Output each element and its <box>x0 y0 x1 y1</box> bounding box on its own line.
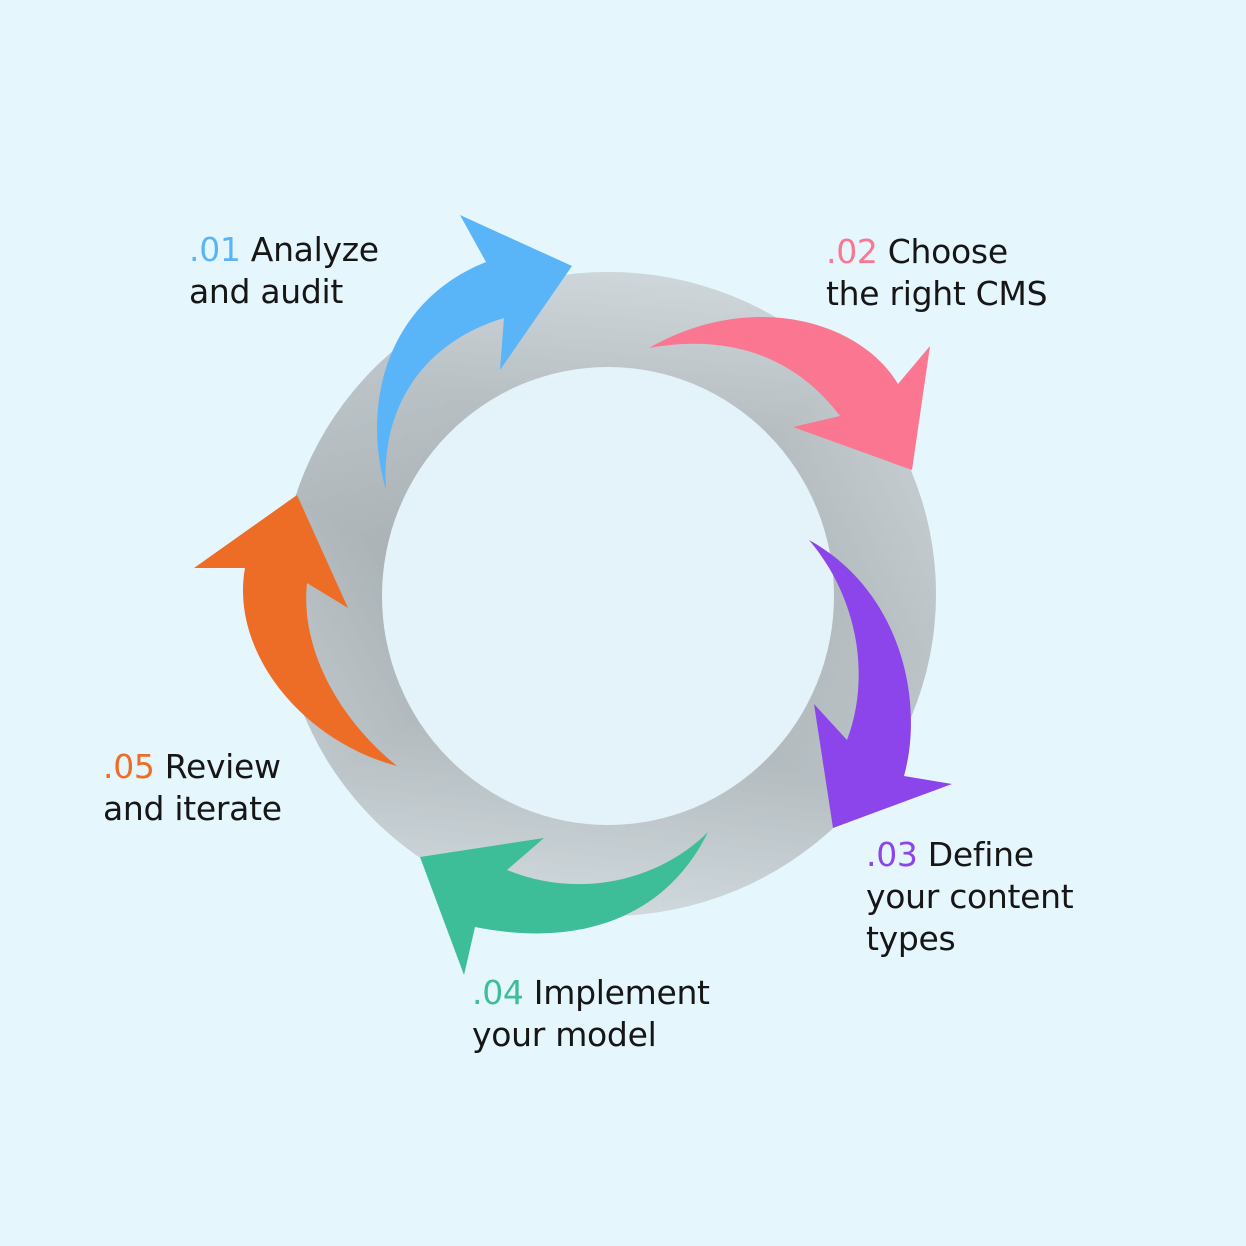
arrow-step-02 <box>649 317 930 470</box>
step-title-line2: your model <box>472 1015 657 1054</box>
step-number: .01 <box>189 230 241 269</box>
arrow-step-01 <box>377 215 572 490</box>
step-number: .05 <box>103 747 155 786</box>
step-title: Analyze <box>250 230 379 269</box>
step-title-line2: your content <box>866 877 1074 916</box>
ring <box>280 272 936 916</box>
step-number: .04 <box>472 973 524 1012</box>
step-title-line2: and audit <box>189 272 344 311</box>
step-title: Define <box>927 835 1034 874</box>
step-label-04: .04 Implement your model <box>472 972 710 1056</box>
step-title: Implement <box>533 973 710 1012</box>
step-label-02: .02 Choose the right CMS <box>826 231 1048 315</box>
step-title-line2: the right CMS <box>826 274 1048 313</box>
step-title: Review <box>164 747 281 786</box>
step-label-03: .03 Define your content types <box>866 834 1074 960</box>
step-label-01: .01 Analyze and audit <box>189 229 379 313</box>
step-title-line3: types <box>866 919 956 958</box>
step-title-line2: and iterate <box>103 789 282 828</box>
step-title: Choose <box>887 232 1008 271</box>
ring-center <box>382 367 834 825</box>
arrow-step-03 <box>809 540 952 828</box>
arrow-step-05 <box>194 495 397 766</box>
arrow-step-04 <box>420 832 708 975</box>
step-label-05: .05 Review and iterate <box>103 746 282 830</box>
step-number: .03 <box>866 835 918 874</box>
step-number: .02 <box>826 232 878 271</box>
